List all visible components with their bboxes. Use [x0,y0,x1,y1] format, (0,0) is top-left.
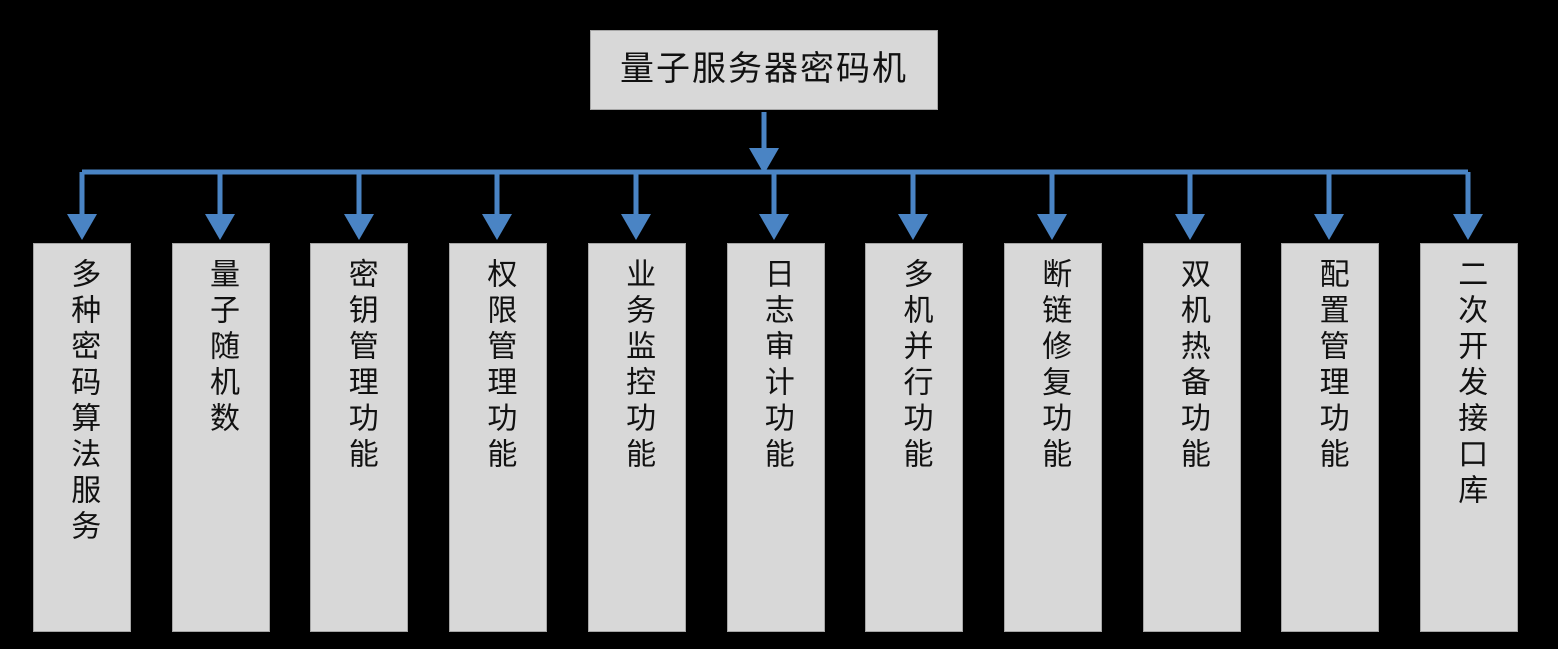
leaf-node-label: 多机并行功能 [897,258,933,474]
leaf-node-label: 断链修复功能 [1036,258,1072,474]
leaf-node-label: 二次开发接口库 [1452,258,1488,510]
leaf-node-label: 量子随机数 [203,258,239,438]
root-node-label: 量子服务器密码机 [620,49,908,90]
leaf-node[interactable]: 断链修复功能 [1003,243,1102,632]
arrowhead [898,214,928,240]
arrowhead [1175,214,1205,240]
leaf-node-label: 日志审计功能 [758,258,794,474]
root-node[interactable]: 量子服务器密码机 [590,30,938,110]
leaf-node-label: 多种密码算法服务 [65,258,101,546]
connector-group [67,112,1483,240]
leaf-node[interactable]: 多机并行功能 [865,243,964,632]
leaf-node[interactable]: 密钥管理功能 [310,243,409,632]
leaf-node[interactable]: 双机热备功能 [1142,243,1241,632]
leaf-node[interactable]: 业务监控功能 [587,243,686,632]
leaf-node[interactable]: 量子随机数 [171,243,270,632]
arrowhead [621,214,651,240]
leaf-node-label: 配置管理功能 [1313,258,1349,474]
leaf-node-label: 密钥管理功能 [342,258,378,474]
arrowhead [759,214,789,240]
arrowhead [205,214,235,240]
arrowhead [1314,214,1344,240]
arrowhead [344,214,374,240]
arrowhead [1453,214,1483,240]
leaf-node-label: 双机热备功能 [1174,258,1210,474]
leaf-node[interactable]: 多种密码算法服务 [33,243,131,632]
arrowhead [749,148,779,174]
leaf-node[interactable]: 配置管理功能 [1281,243,1380,632]
leaf-node[interactable]: 二次开发接口库 [1420,243,1518,632]
leaf-node[interactable]: 权限管理功能 [449,243,548,632]
leaf-node-label: 业务监控功能 [620,258,656,474]
arrowhead [67,214,97,240]
arrowhead [482,214,512,240]
leaf-node[interactable]: 日志审计功能 [726,243,825,632]
leaf-node-label: 权限管理功能 [481,258,517,474]
arrowhead [1037,214,1067,240]
